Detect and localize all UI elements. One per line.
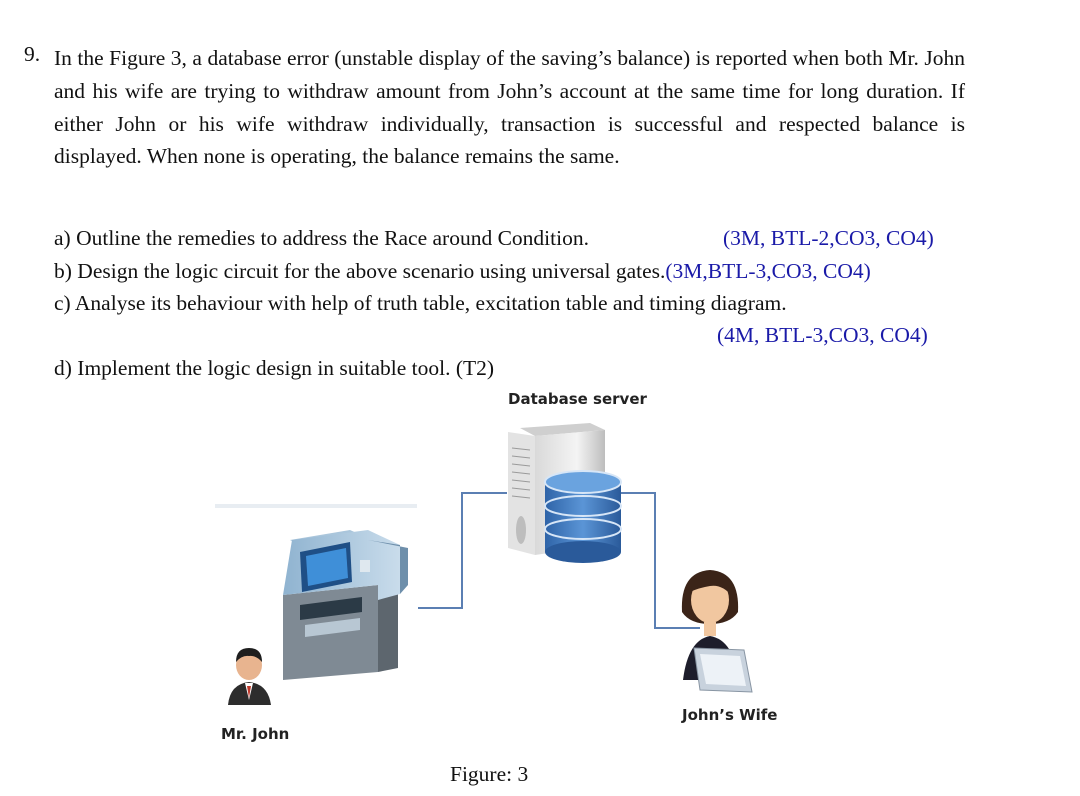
part-text: Implement the logic design in suitable t… (77, 356, 495, 380)
part-label: a) (54, 226, 71, 250)
wife-label: John’s Wife (682, 706, 778, 724)
atm-icon (283, 530, 408, 680)
part-b: b) Design the logic circuit for the abov… (54, 259, 871, 284)
part-a: a) Outline the remedies to address the R… (54, 226, 589, 251)
network-connectors (418, 492, 700, 629)
part-b-marks: (3M,BTL-3,CO3, CO4) (665, 259, 871, 283)
part-text: Analyse its behaviour with help of truth… (74, 291, 787, 315)
part-c-marks: (4M, BTL-3,CO3, CO4) (717, 323, 928, 347)
part-label: c) (54, 291, 71, 315)
john-avatar (228, 648, 271, 705)
part-text: Outline the remedies to address the Race… (76, 226, 589, 250)
wife-avatar (681, 570, 753, 693)
question-text: In the Figure 3, a database error (unsta… (54, 46, 965, 169)
server-label: Database server (508, 390, 647, 408)
part-label: d) (54, 356, 72, 380)
atm-backdrop (215, 504, 417, 508)
figure-caption: Figure: 3 (450, 762, 529, 786)
database-icon (544, 470, 622, 563)
part-label: b) (54, 259, 72, 283)
part-a-marks: (3M, BTL-2,CO3, CO4) (723, 226, 934, 250)
john-label: Mr. John (221, 725, 290, 743)
part-d: d) Implement the logic design in suitabl… (54, 356, 494, 381)
question-number: 9. (24, 42, 41, 66)
part-c: c) Analyse its behaviour with help of tr… (54, 291, 787, 316)
part-text: Design the logic circuit for the above s… (77, 259, 666, 283)
